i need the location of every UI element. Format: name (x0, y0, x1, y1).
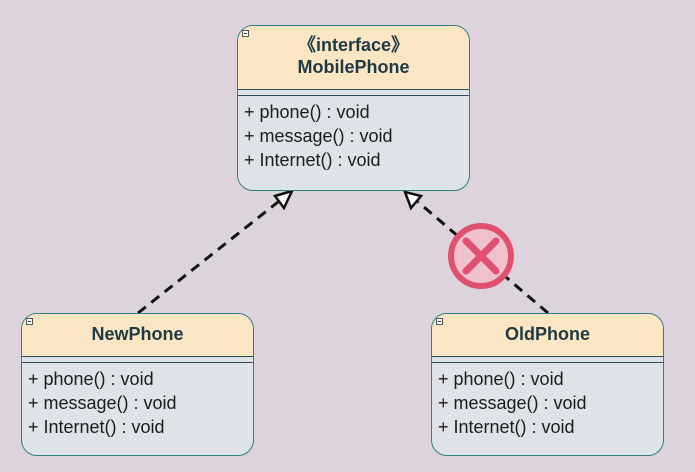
red-circle-x-icon (448, 223, 514, 289)
class-name: OldPhone (505, 324, 590, 344)
class-newphone[interactable]: NewPhone + phone() : void + message() : … (21, 313, 254, 456)
realization-arrowhead-new (272, 189, 295, 211)
collapse-icon[interactable] (242, 30, 249, 37)
attribute-compartment (238, 90, 469, 96)
realization-new-to-interface (137, 200, 279, 315)
class-oldphone[interactable]: OldPhone + phone() : void + message() : … (431, 313, 664, 456)
operation-item: + Internet() : void (244, 150, 381, 170)
class-name: NewPhone (91, 324, 184, 344)
class-header: 《interface》 MobilePhone (238, 26, 469, 90)
operation-item: + phone() : void (438, 369, 564, 389)
class-header: NewPhone (22, 314, 253, 357)
operations-compartment: + phone() : void + message() : void + In… (22, 363, 253, 439)
class-header: OldPhone (432, 314, 663, 357)
operation-item: + message() : void (244, 126, 393, 146)
operations-compartment: + phone() : void + message() : void + In… (238, 96, 469, 172)
attribute-compartment (432, 357, 663, 363)
class-mobilephone[interactable]: 《interface》 MobilePhone + phone() : void… (237, 25, 470, 191)
operation-item: + Internet() : void (438, 417, 575, 437)
operation-item: + phone() : void (28, 369, 154, 389)
class-name: MobilePhone (297, 57, 410, 77)
attribute-compartment (22, 357, 253, 363)
operation-item: + message() : void (438, 393, 587, 413)
operation-item: + message() : void (28, 393, 177, 413)
operation-item: + phone() : void (244, 102, 370, 122)
operations-compartment: + phone() : void + message() : void + In… (432, 363, 663, 439)
collapse-icon[interactable] (26, 318, 33, 325)
collapse-icon[interactable] (436, 318, 443, 325)
stereotype-label: 《interface》 (297, 35, 410, 55)
operation-item: + Internet() : void (28, 417, 165, 437)
realization-arrowhead-old (402, 190, 424, 211)
